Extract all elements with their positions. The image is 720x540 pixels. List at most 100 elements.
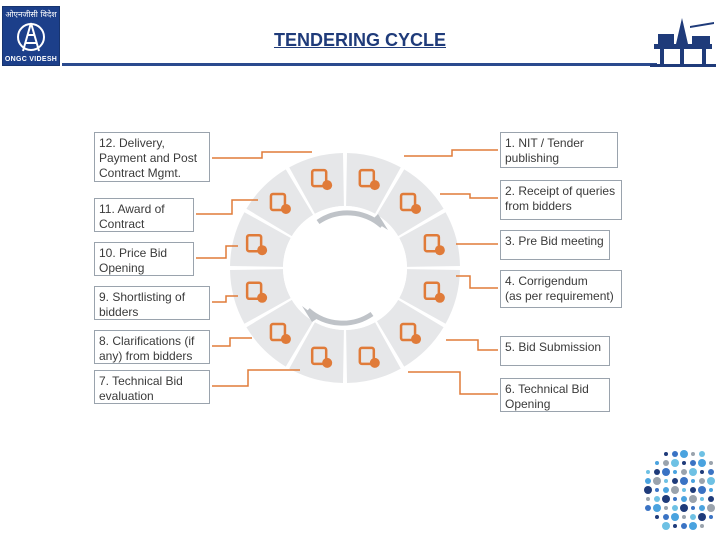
connector-line xyxy=(196,199,258,215)
globe-dot xyxy=(672,451,678,457)
checklist-icon xyxy=(269,322,291,345)
step-box-7: 7. Technical Bid evaluation xyxy=(94,370,210,404)
step-box-10: 10. Price Bid Opening xyxy=(94,242,194,276)
globe-dot xyxy=(664,479,668,483)
globe-dot xyxy=(707,504,715,512)
cycle-arrowhead-bottom xyxy=(302,306,318,322)
step-box-3: 3. Pre Bid meeting xyxy=(500,230,610,260)
globe-dot xyxy=(682,488,686,492)
megaphone-icon xyxy=(358,168,380,191)
globe-dot xyxy=(690,460,696,466)
connector-line xyxy=(212,369,300,387)
cycle-segment xyxy=(399,212,460,267)
globe-dot xyxy=(662,468,670,476)
globe-dot xyxy=(654,469,660,475)
cycle-segment xyxy=(246,299,314,367)
cycle-arrowhead-top xyxy=(372,214,388,230)
globe-dot xyxy=(655,461,659,465)
globe-dot xyxy=(673,524,677,528)
oil-derrick-icon xyxy=(17,22,45,52)
globe-dot xyxy=(662,495,670,503)
globe-dot xyxy=(681,496,687,502)
meeting-icon xyxy=(423,233,445,256)
globe-dot xyxy=(698,459,706,467)
globe-dot xyxy=(700,497,704,501)
presenter-icon xyxy=(423,281,445,303)
connector-line xyxy=(440,193,498,199)
step-box-5: 5. Bid Submission xyxy=(500,336,610,366)
step-box-1: 1. NIT / Tender publishing xyxy=(500,132,618,168)
calculator-icon xyxy=(245,233,268,256)
gavel-icon xyxy=(399,322,422,345)
globe-dot xyxy=(671,486,679,494)
globe-dot xyxy=(671,513,679,521)
globe-dot xyxy=(689,495,697,503)
step-box-12: 12. Delivery, Payment and Post Contract … xyxy=(94,132,210,182)
step-box-6: 6. Technical Bid Opening xyxy=(500,378,610,412)
globe-dot xyxy=(700,470,704,474)
ongc-videsh-logo: ओएनजीसी विदेश ONGC VIDESH xyxy=(2,6,60,66)
globe-dot xyxy=(689,522,697,530)
cycle-segment xyxy=(289,153,344,214)
globe-dot xyxy=(689,468,697,476)
globe-dot xyxy=(645,505,651,511)
globe-dot xyxy=(699,451,705,457)
connector-line xyxy=(212,295,238,303)
cycle-segment xyxy=(399,269,460,324)
hand-document-icon xyxy=(358,346,380,368)
globe-dot xyxy=(681,523,687,529)
globe-dot xyxy=(709,461,713,465)
globe-dot xyxy=(664,506,668,510)
globe-dot xyxy=(698,486,706,494)
globe-dot xyxy=(655,515,659,519)
globe-dot xyxy=(698,513,706,521)
step-icons xyxy=(245,168,445,368)
globe-dot xyxy=(680,450,688,458)
globe-dot xyxy=(682,515,686,519)
globe-dot xyxy=(672,505,678,511)
connector-line xyxy=(212,151,312,159)
globe-dot xyxy=(699,478,705,484)
connector-line xyxy=(212,337,252,347)
globe-dot xyxy=(672,478,678,484)
globe-dot xyxy=(662,522,670,530)
globe-dot xyxy=(691,506,695,510)
globe-dot xyxy=(671,459,679,467)
handshake-icon xyxy=(269,192,291,214)
globe-dot xyxy=(682,461,686,465)
globe-dot xyxy=(681,469,687,475)
globe-dot xyxy=(680,504,688,512)
logo-hindi-text: ओएनजीसी विदेश xyxy=(5,10,57,19)
globe-dot xyxy=(699,505,705,511)
connector-line xyxy=(408,371,498,395)
connector-line xyxy=(446,339,498,351)
connector-line xyxy=(196,245,238,259)
header-divider xyxy=(62,63,657,66)
globe-dot xyxy=(645,478,651,484)
connector-line xyxy=(456,275,498,289)
globe-dot xyxy=(691,479,695,483)
globe-dot xyxy=(673,497,677,501)
briefcase-icon xyxy=(310,168,333,191)
phone-bubble-icon xyxy=(399,192,422,214)
globe-dot xyxy=(690,514,696,520)
globe-dot xyxy=(646,470,650,474)
globe-dot xyxy=(663,514,669,520)
globe-dot xyxy=(655,488,659,492)
page-title: TENDERING CYCLE xyxy=(273,30,446,50)
globe-dot xyxy=(691,452,695,456)
cycle-segment xyxy=(289,322,344,383)
globe-dot xyxy=(690,487,696,493)
wheel-center xyxy=(283,206,407,330)
globe-dot xyxy=(664,452,668,456)
connector-line xyxy=(404,149,498,157)
globe-dot xyxy=(654,496,660,502)
globe-dot xyxy=(653,477,661,485)
step-box-2: 2. Receipt of queries from bidders xyxy=(500,180,622,220)
cycle-segment xyxy=(376,299,444,367)
globe-decoration-icon xyxy=(644,450,715,530)
document-pen-icon xyxy=(310,346,333,368)
globe-dot xyxy=(708,469,714,475)
connector-lines xyxy=(196,149,498,395)
